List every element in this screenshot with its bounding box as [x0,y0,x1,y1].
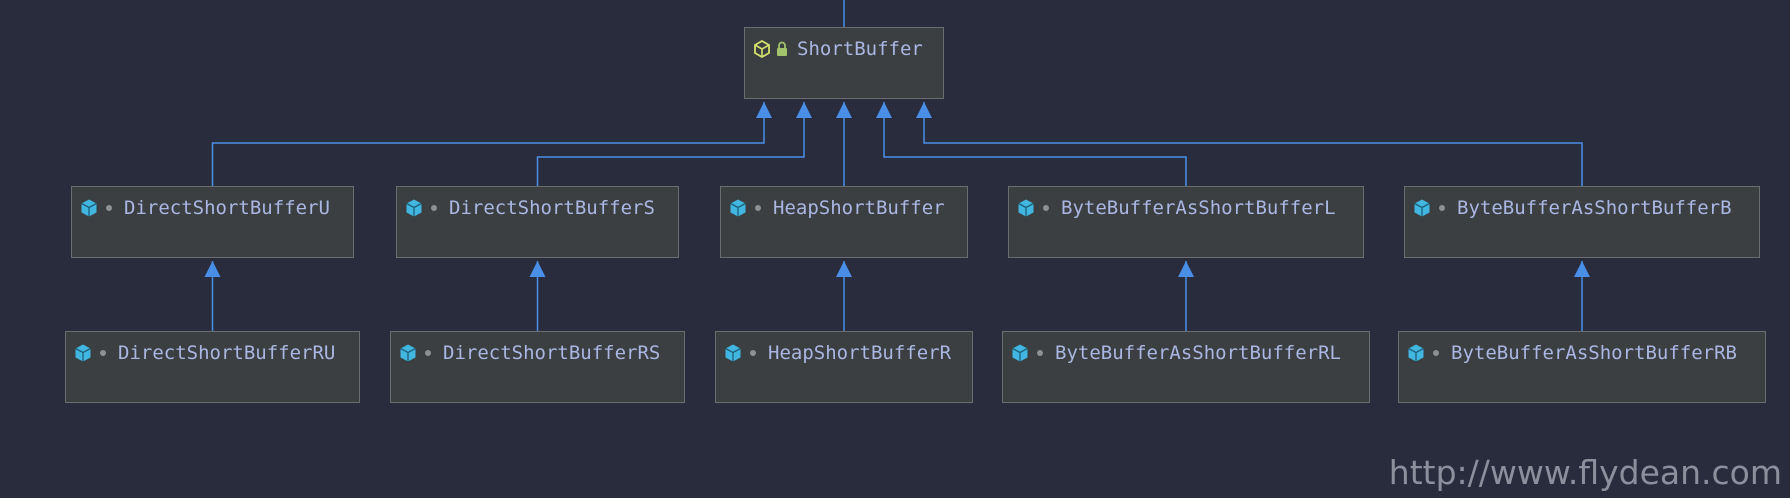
visibility-dot-icon [744,342,762,364]
class-node[interactable]: DirectShortBufferU [71,186,354,258]
lock-icon [773,38,791,60]
watermark: http://www.flydean.com [1388,453,1782,492]
class-name: ShortBuffer [797,38,923,60]
class-icon [1009,342,1031,364]
visibility-dot-icon [425,197,443,219]
inheritance-edge [876,102,1187,186]
visibility-dot-icon [1427,342,1445,364]
visibility-dot-icon [1433,197,1451,219]
class-icon [1405,342,1427,364]
class-node[interactable]: HeapShortBuffer [720,186,968,258]
inheritance-edge [211,102,772,186]
class-node[interactable]: ByteBufferAsShortBufferB [1404,186,1760,258]
inheritance-edge [536,102,812,186]
class-node[interactable]: DirectShortBufferRS [390,331,685,403]
class-icon [1411,197,1433,219]
class-name: ByteBufferAsShortBufferL [1061,197,1336,219]
edges [204,0,1590,331]
inheritance-edge [916,102,1583,186]
class-icon [78,197,100,219]
abstract-class-icon [751,38,773,60]
class-icon [722,342,744,364]
class-node[interactable]: ByteBufferAsShortBufferRB [1398,331,1766,403]
visibility-dot-icon [100,197,118,219]
visibility-dot-icon [1031,342,1049,364]
class-node[interactable]: DirectShortBufferRU [65,331,360,403]
class-name: ByteBufferAsShortBufferB [1457,197,1732,219]
class-name: DirectShortBufferRU [118,342,336,364]
visibility-dot-icon [1037,197,1055,219]
class-node[interactable]: ByteBufferAsShortBufferRL [1002,331,1370,403]
class-name: ByteBufferAsShortBufferRB [1451,342,1737,364]
class-name: ByteBufferAsShortBufferRL [1055,342,1341,364]
class-icon [72,342,94,364]
class-name: HeapShortBuffer [773,197,945,219]
class-name: HeapShortBufferR [768,342,952,364]
class-icon [1015,197,1037,219]
class-icon [727,197,749,219]
class-node[interactable]: DirectShortBufferS [396,186,679,258]
class-name: DirectShortBufferRS [443,342,661,364]
class-node[interactable]: HeapShortBufferR [715,331,973,403]
class-node[interactable]: ByteBufferAsShortBufferL [1008,186,1364,258]
class-icon [403,197,425,219]
class-name: DirectShortBufferU [124,197,330,219]
visibility-dot-icon [94,342,112,364]
class-icon [397,342,419,364]
class-name: DirectShortBufferS [449,197,655,219]
visibility-dot-icon [419,342,437,364]
visibility-dot-icon [749,197,767,219]
class-node[interactable]: ShortBuffer [744,27,944,99]
